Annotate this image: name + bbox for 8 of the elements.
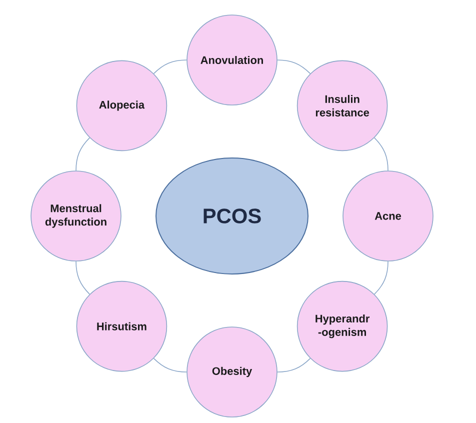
ring-arc xyxy=(374,261,388,295)
ring-arc xyxy=(374,137,388,171)
ring-arc xyxy=(277,60,311,74)
ring-arc xyxy=(277,358,311,372)
ring-arc xyxy=(76,261,90,295)
ring-arc xyxy=(76,137,90,171)
ring-arc xyxy=(153,358,187,372)
ring-arc xyxy=(153,60,187,74)
